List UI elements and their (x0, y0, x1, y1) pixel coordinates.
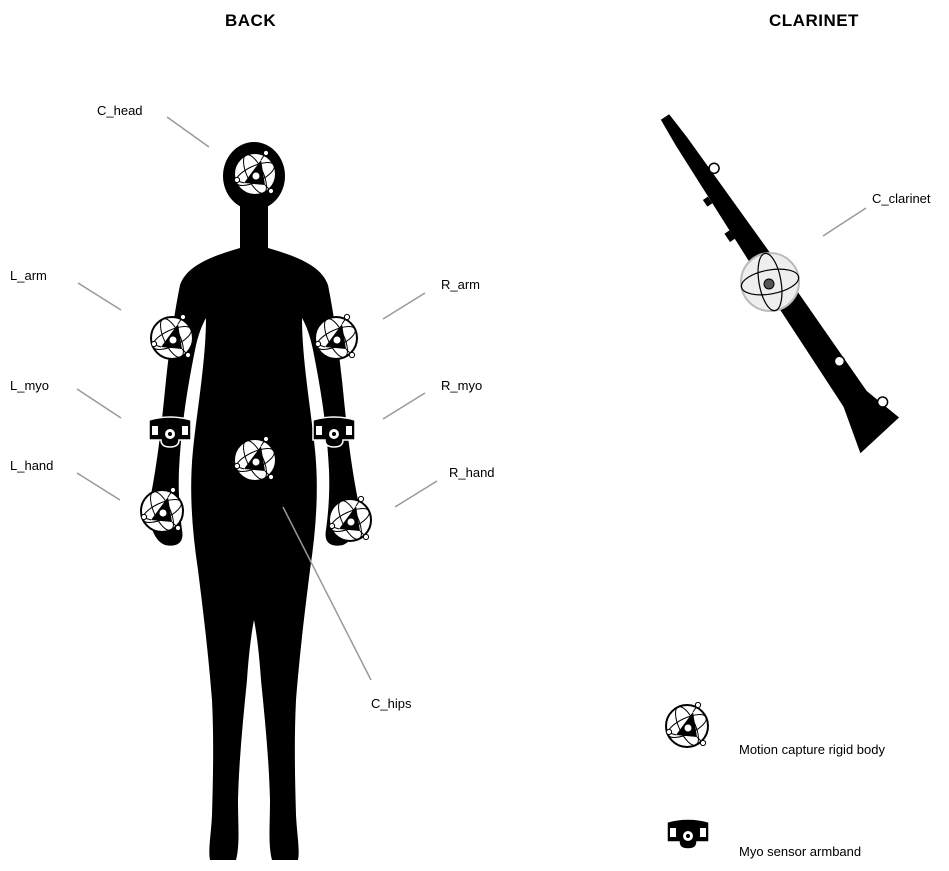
label-l-hand: L_hand (10, 458, 53, 473)
leader-lines (77, 117, 866, 680)
leader-c-clarinet (823, 208, 866, 236)
label-c-head: C_head (97, 103, 143, 118)
legend-rigid-body-icon (665, 702, 710, 748)
leader-l-myo (77, 389, 121, 418)
legend-rigid-body-label: Motion capture rigid body (739, 742, 885, 757)
leader-r-arm (383, 293, 425, 319)
title-clarinet: CLARINET (769, 11, 859, 31)
label-r-hand: R_hand (449, 465, 495, 480)
label-l-myo: L_myo (10, 378, 49, 393)
label-c-clarinet: C_clarinet (872, 191, 931, 206)
label-r-arm: R_arm (441, 277, 480, 292)
label-r-myo: R_myo (441, 378, 482, 393)
legend-armband-label: Myo sensor armband (739, 844, 861, 859)
leader-r-myo (383, 393, 425, 419)
leader-r-hand (395, 481, 437, 507)
leader-c-head (167, 117, 209, 147)
legend-armband-icon (667, 819, 709, 849)
title-back: BACK (225, 11, 276, 31)
label-l-arm: L_arm (10, 268, 47, 283)
l-myo-armband-icon (149, 417, 191, 447)
label-c-hips: C_hips (371, 696, 411, 711)
leader-l-arm (78, 283, 121, 310)
leader-l-hand (77, 473, 120, 500)
